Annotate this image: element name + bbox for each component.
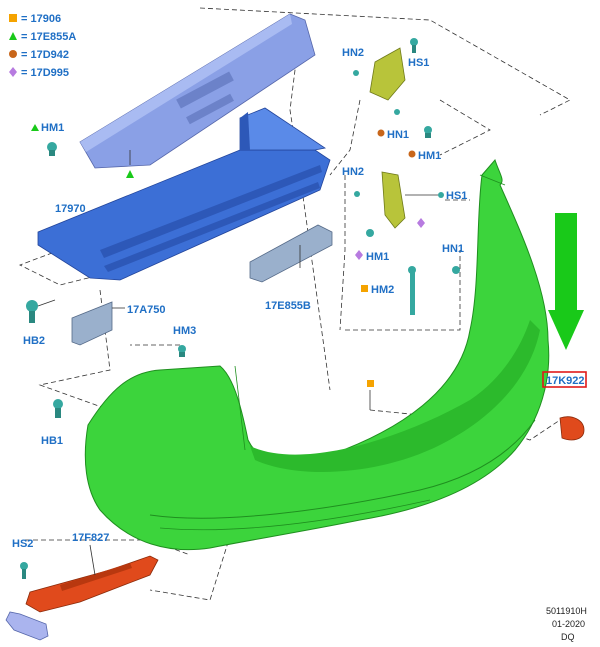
bumper-cover: [84, 159, 550, 551]
bracket-17a750: [71, 301, 125, 346]
hm2-clip-icon: [408, 266, 416, 315]
hm3-clip-icon: [178, 345, 186, 357]
hs1-screw-icon: [438, 192, 444, 198]
label-hm1-left: HM1: [41, 122, 64, 134]
label-hn2-mid: HN2: [342, 166, 364, 178]
footer-drawing-number: 5011910H: [546, 606, 587, 616]
label-hm1-mid: HM1: [366, 251, 389, 263]
label-hs1-mid: HS1: [446, 190, 467, 202]
hn2-nut-icon: [353, 70, 359, 76]
footer-date: 01-2020: [552, 619, 585, 629]
label-hs1-top: HS1: [408, 57, 429, 69]
hs1-screw-icon: [410, 38, 418, 53]
label-hn2-top: HN2: [342, 47, 364, 59]
label-hm2: HM2: [371, 284, 394, 296]
legend: = 17906 = 17E855A = 17D942 = 17D995: [9, 13, 76, 79]
fasteners-left: [20, 142, 186, 579]
footer-code: DQ: [561, 632, 575, 642]
legend-circle-icon: [9, 50, 17, 58]
hm1-clip-icon: [424, 126, 432, 138]
hm1-clip-icon: [366, 229, 374, 237]
footer: 5011910H 01-2020 DQ: [546, 606, 587, 642]
legend-triangle-icon: [9, 32, 17, 40]
reinforcement-bar: [37, 107, 331, 281]
label-17k922: 17K922: [546, 375, 585, 387]
hb2-bolt-icon: [26, 299, 56, 323]
label-hm3: HM3: [173, 325, 196, 337]
highlight-box: [542, 371, 587, 388]
label-17a750: 17A750: [127, 304, 166, 316]
triangle-marker-icon: [126, 170, 134, 178]
circle-marker-icon: [377, 129, 385, 137]
label-hm1-top: HM1: [418, 150, 441, 162]
label-hs2: HS2: [12, 538, 33, 550]
hn1-nut-icon: [394, 109, 400, 115]
label-hb2: HB2: [23, 335, 45, 347]
label-hn1-top: HN1: [387, 129, 409, 141]
legend-square-icon: [9, 14, 17, 22]
label-17f827: 17F827: [72, 532, 109, 544]
bracket-17e855b: [249, 224, 333, 283]
hs2-screw-icon: [20, 562, 28, 579]
legend-item-17d995: = 17D995: [21, 67, 69, 79]
absorber-17f827: [25, 544, 159, 613]
upper-side-bracket: [353, 38, 432, 158]
hn1-nut-icon: [452, 266, 460, 274]
hm1-clip-icon: [47, 142, 57, 156]
diamond-marker-icon: [417, 218, 425, 228]
square-marker-icon: [367, 380, 374, 387]
label-17e855b: 17E855B: [265, 300, 311, 312]
sensor-17k922: [559, 416, 585, 441]
legend-item-17e855a: = 17E855A: [21, 31, 76, 43]
square-marker-icon: [361, 285, 368, 292]
legend-diamond-icon: [9, 67, 17, 77]
label-hn1-mid: HN1: [442, 243, 464, 255]
view-direction-arrow-icon: [5, 611, 49, 641]
label-17970: 17970: [55, 203, 86, 215]
middle-side-bracket: [354, 171, 460, 315]
legend-item-17906: = 17906: [21, 13, 61, 25]
diamond-marker-icon: [355, 250, 363, 260]
hb1-bolt-icon: [53, 399, 63, 418]
legend-item-17d942: = 17D942: [21, 49, 69, 61]
hn2-nut-icon: [354, 191, 360, 197]
labels: HM1 17970 HB2 17A750 17E855B HM3 HB1 HN2…: [12, 47, 587, 550]
upper-beam: [79, 13, 316, 178]
label-hb1: HB1: [41, 435, 63, 447]
circle-marker-icon: [408, 150, 416, 158]
highlight-arrow-icon: [548, 213, 584, 350]
